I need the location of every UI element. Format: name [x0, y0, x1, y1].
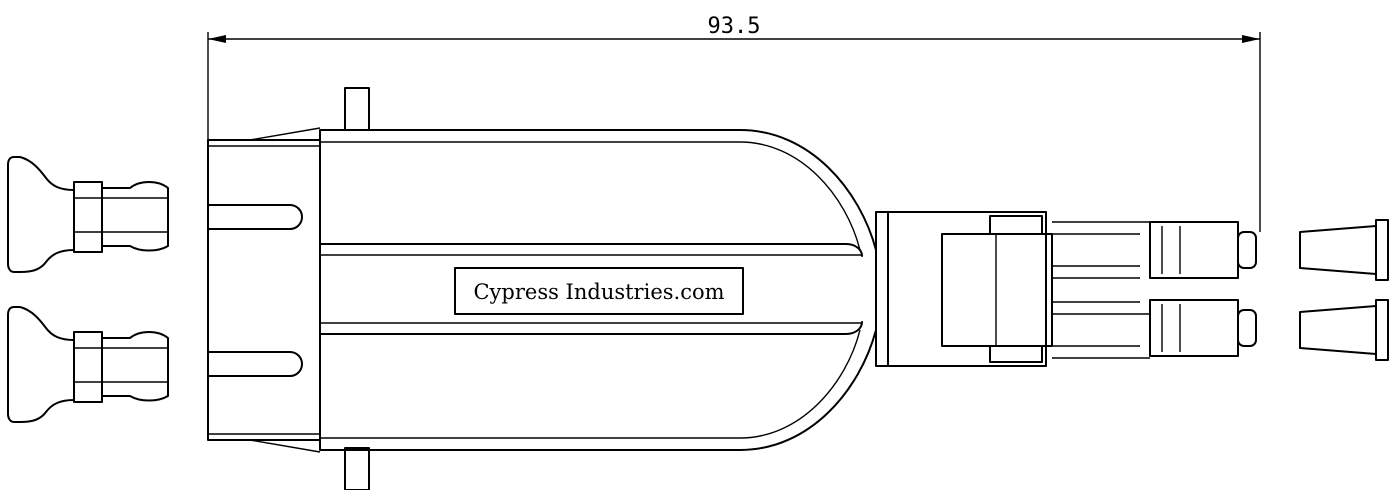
left-dust-cap-bottom — [7, 306, 169, 423]
brand-label: Cypress Industries.com — [473, 280, 724, 304]
overall-dimension: 93.5 — [207, 14, 1261, 232]
ferrule-cap-bottom — [1299, 299, 1389, 361]
main-housing: Cypress Industries.com — [207, 87, 877, 490]
ferrule-cap-top — [1299, 219, 1389, 281]
connector-neck — [875, 211, 1053, 367]
left-dust-cap-top — [7, 156, 169, 273]
lc-ferrule-bottom — [1052, 299, 1257, 359]
dimension-value: 93.5 — [708, 14, 761, 39]
lc-ferrule-top — [1052, 221, 1257, 279]
label-box — [454, 267, 744, 315]
